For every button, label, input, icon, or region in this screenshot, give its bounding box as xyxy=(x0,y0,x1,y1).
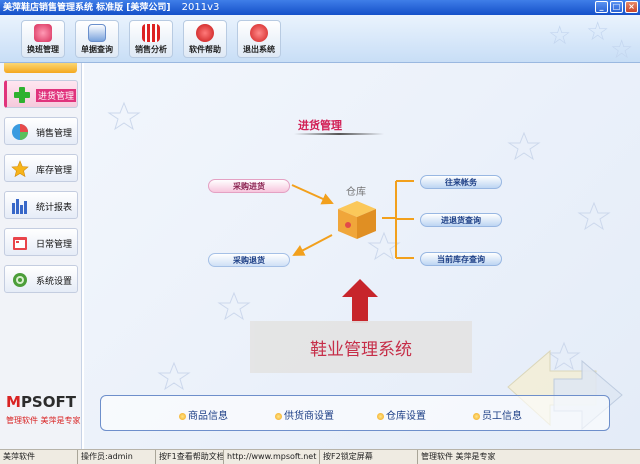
sidebar-item-label: 库存管理 xyxy=(36,166,73,176)
version-label: 2011v3 xyxy=(181,2,220,13)
star-decoration-icon: ☆ xyxy=(548,21,572,51)
status-app: 美萍软件 xyxy=(0,450,78,464)
sidebar-item-inventory[interactable]: 库存管理 xyxy=(4,154,78,182)
sidebar-item-label: 系统设置 xyxy=(36,277,73,287)
sidebar-item-purchase[interactable]: 进货管理 xyxy=(4,80,78,108)
sidebar-item-label: 销售管理 xyxy=(36,129,73,139)
status-slogan: 管理软件 美萍是专家 xyxy=(421,452,496,461)
stock-query-button[interactable]: 当前库存查询 xyxy=(420,252,502,266)
sidebar-item-daily[interactable]: 日常管理 xyxy=(4,228,78,256)
purchase-return-button[interactable]: 采购退货 xyxy=(208,253,290,267)
help-button[interactable]: 软件帮助 xyxy=(183,20,227,58)
star-icon xyxy=(11,160,29,178)
daily-icon xyxy=(13,237,27,250)
shift-change-button[interactable]: 换班管理 xyxy=(21,20,65,58)
sidebar-item-reports[interactable]: 统计报表 xyxy=(4,191,78,219)
toolbar-label: 单据查询 xyxy=(81,45,113,54)
quick-links-panel: 商品信息 供货商设置 仓库设置 员工信息 xyxy=(100,395,610,431)
sidebar-item-label: 进货管理 xyxy=(36,89,77,102)
section-title: 进货管理 xyxy=(298,119,342,132)
status-help: 按F1查看帮助文档 xyxy=(156,450,224,464)
main-area: 进货管理 采购进货 采购退货 仓库 往来帐务 进退货 xyxy=(84,63,640,449)
supplier-settings-link[interactable]: 供货商设置 xyxy=(275,407,334,422)
sidebar-item-sales[interactable]: 销售管理 xyxy=(4,117,78,145)
status-lock: 按F2锁定屏幕 xyxy=(320,450,418,464)
status-operator: 操作员:admin xyxy=(78,450,156,464)
banner-text: 鞋业管理系统 xyxy=(310,340,412,360)
window-title: 美萍鞋店销售管理系统 标准版 [美萍公司] xyxy=(3,3,171,13)
star-decoration-icon: ☆ xyxy=(586,17,610,47)
sidebar: 进货管理 销售管理 库存管理 统计报表 日常管理 xyxy=(0,63,82,449)
employee-info-link[interactable]: 员工信息 xyxy=(473,407,522,422)
sales-icon xyxy=(12,124,28,140)
window-controls: _ □ × xyxy=(595,1,638,13)
sidebar-top-strip xyxy=(4,63,77,73)
title-bar: 美萍鞋店销售管理系统 标准版 [美萍公司] 2011v3 _ □ × xyxy=(0,0,640,15)
sales-chart-icon xyxy=(142,24,160,42)
exit-button[interactable]: 退出系统 xyxy=(237,20,281,58)
bullet-icon xyxy=(275,412,282,420)
close-button[interactable]: × xyxy=(625,1,638,13)
bullet-icon xyxy=(377,412,384,420)
maximize-button[interactable]: □ xyxy=(610,1,623,13)
exit-icon xyxy=(250,24,268,42)
settings-gear-icon xyxy=(13,273,27,287)
purchase-in-button[interactable]: 采购进货 xyxy=(208,179,290,193)
minimize-button[interactable]: _ xyxy=(595,1,608,13)
toolbar-label: 换班管理 xyxy=(27,45,59,54)
warehouse-box-icon xyxy=(338,201,376,239)
toolbar: 换班管理 单据查询 销售分析 软件帮助 退出系统 ☆ ☆ ☆ xyxy=(0,15,640,65)
sidebar-item-settings[interactable]: 系统设置 xyxy=(4,265,78,293)
status-bar: 美萍软件 操作员:admin 按F1查看帮助文档 http://www.mpso… xyxy=(0,449,640,464)
product-info-link[interactable]: 商品信息 xyxy=(179,407,228,422)
warehouse-label: 仓库 xyxy=(346,187,366,198)
toolbar-label: 软件帮助 xyxy=(189,45,221,54)
return-query-button[interactable]: 进退货查询 xyxy=(420,213,502,227)
workflow-canvas: 进货管理 采购进货 采购退货 仓库 往来帐务 进退货 xyxy=(84,63,640,449)
document-search-icon xyxy=(88,24,106,42)
sidebar-item-label: 统计报表 xyxy=(36,203,73,213)
sales-analysis-button[interactable]: 销售分析 xyxy=(129,20,173,58)
warehouse-settings-link[interactable]: 仓库设置 xyxy=(377,407,426,422)
report-icon xyxy=(12,199,27,214)
status-url: http://www.mpsoft.net xyxy=(224,450,320,464)
slogan: 管理软件 美萍是专家 xyxy=(6,416,81,425)
accounts-button[interactable]: 往来帐务 xyxy=(420,175,502,189)
document-search-button[interactable]: 单据查询 xyxy=(75,20,119,58)
help-icon xyxy=(196,24,214,42)
sidebar-item-label: 日常管理 xyxy=(36,240,73,250)
toolbar-label: 销售分析 xyxy=(135,45,167,54)
plus-icon xyxy=(14,87,30,103)
bullet-icon xyxy=(473,412,480,420)
bullet-icon xyxy=(179,412,186,420)
star-decoration-icon: ☆ xyxy=(610,35,634,65)
up-arrow-icon xyxy=(342,279,378,323)
system-banner: 鞋业管理系统 xyxy=(250,321,472,373)
workflow-arrows xyxy=(291,180,414,259)
title-underline xyxy=(294,133,384,135)
shift-change-icon xyxy=(34,24,52,42)
toolbar-label: 退出系统 xyxy=(243,45,275,54)
mpsoft-logo: MPSOFT xyxy=(6,393,76,411)
